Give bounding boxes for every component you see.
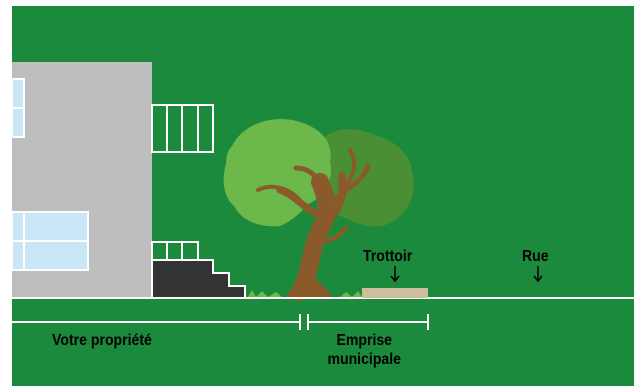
balcony-railing xyxy=(151,104,214,153)
municipal-right-of-way-label: Emprise municipale xyxy=(327,332,402,368)
grass-strip xyxy=(248,290,362,297)
tree xyxy=(223,119,414,301)
street-label: Rue xyxy=(522,248,549,265)
down-arrow-icon xyxy=(390,266,400,283)
down-arrow-icon xyxy=(533,266,543,283)
tree-base xyxy=(286,276,332,297)
property-label: Votre propriété xyxy=(52,332,152,349)
sidewalk-label: Trottoir xyxy=(363,248,413,265)
house-upper-window xyxy=(11,78,25,138)
house xyxy=(11,62,246,299)
property-dimension-line xyxy=(12,314,301,330)
sidewalk-slab xyxy=(362,288,428,298)
tree-trunk xyxy=(256,148,371,301)
house-lower-window xyxy=(11,211,89,271)
municipal-dimension-line xyxy=(307,314,429,330)
tree-foliage-light xyxy=(223,119,332,227)
